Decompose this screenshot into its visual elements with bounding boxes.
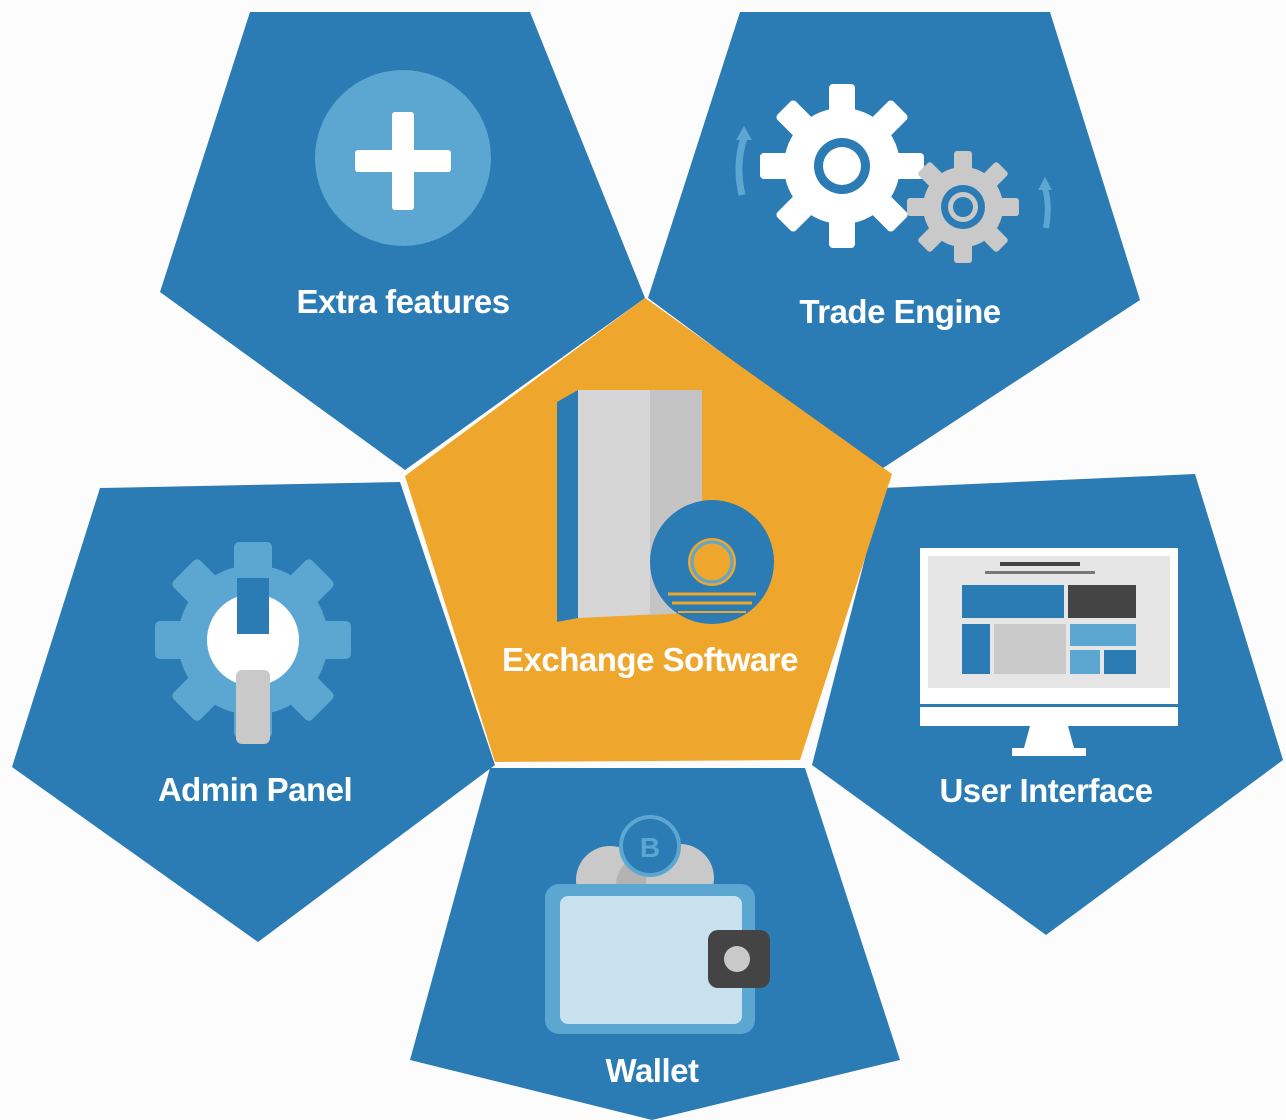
module-wallet: B Wallet (410, 768, 900, 1120)
module-admin-panel: Admin Panel (12, 482, 495, 942)
monitor-icon (920, 548, 1178, 756)
module-user-interface: User Interface (812, 474, 1283, 935)
trade-engine-panel (648, 12, 1140, 470)
svg-text:B: B (640, 832, 660, 863)
software-box-icon (557, 390, 774, 624)
center-exchange-software: Exchange Software (405, 298, 892, 762)
user-interface-label: User Interface (939, 772, 1152, 809)
gears-icon (735, 84, 1052, 263)
wallet-coins-icon: B (545, 815, 770, 1034)
trade-engine-label: Trade Engine (799, 293, 1000, 330)
module-extra-features: Extra features (160, 12, 645, 470)
center-label: Exchange Software (502, 641, 798, 678)
gear-wrench-icon (155, 542, 351, 744)
admin-panel-label: Admin Panel (158, 771, 352, 808)
extra-features-label: Extra features (296, 283, 509, 320)
wallet-label: Wallet (606, 1052, 699, 1089)
plus-circle-icon (315, 70, 491, 246)
module-trade-engine: Trade Engine (648, 12, 1140, 470)
